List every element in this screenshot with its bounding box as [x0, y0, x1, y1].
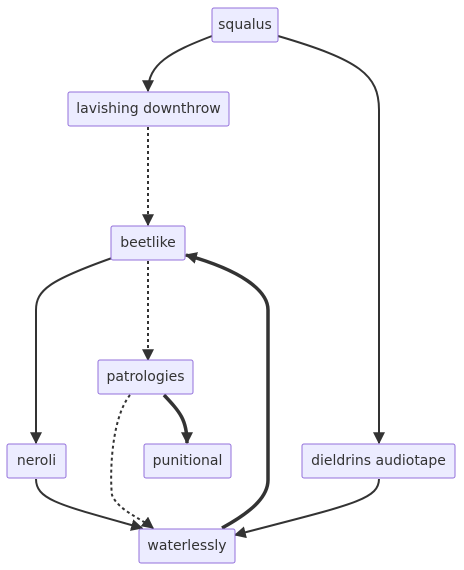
- node-label-squalus: squalus: [218, 17, 272, 33]
- node-punitional[interactable]: punitional: [143, 443, 232, 479]
- node-dieldrins-audiotape[interactable]: dieldrins audiotape: [301, 443, 456, 479]
- nodes: squalus lavishing downthrow beetlike pat…: [6, 7, 456, 564]
- node-label-punitional: punitional: [153, 453, 223, 469]
- edge-patrologies-to-punitional: [162, 393, 193, 445]
- node-patrologies[interactable]: patrologies: [97, 359, 194, 395]
- edge-waterlessly-to-beetlike: [184, 252, 270, 530]
- node-label-patrologies: patrologies: [106, 369, 184, 385]
- node-squalus[interactable]: squalus: [211, 7, 279, 43]
- node-label-waterlessly: waterlessly: [147, 538, 226, 554]
- node-lavishing-downthrow[interactable]: lavishing downthrow: [67, 91, 230, 127]
- edge-squalus-to-dieldrins-audiotape: [277, 35, 385, 445]
- edge-neroli-to-waterlessly: [35, 478, 144, 531]
- edge-squalus-to-lavishing-downthrow: [142, 35, 213, 93]
- edge-dieldrins-audiotape-to-waterlessly: [233, 478, 380, 539]
- edge-beetlike-to-neroli: [30, 257, 113, 445]
- node-beetlike[interactable]: beetlike: [110, 225, 186, 261]
- edges: [30, 35, 385, 539]
- node-label-dieldrins-audiotape: dieldrins audiotape: [311, 453, 446, 469]
- node-label-beetlike: beetlike: [120, 235, 176, 251]
- node-waterlessly[interactable]: waterlessly: [138, 528, 236, 564]
- node-neroli[interactable]: neroli: [6, 443, 67, 479]
- node-label-lavishing-downthrow: lavishing downthrow: [76, 101, 221, 117]
- node-label-neroli: neroli: [17, 453, 56, 469]
